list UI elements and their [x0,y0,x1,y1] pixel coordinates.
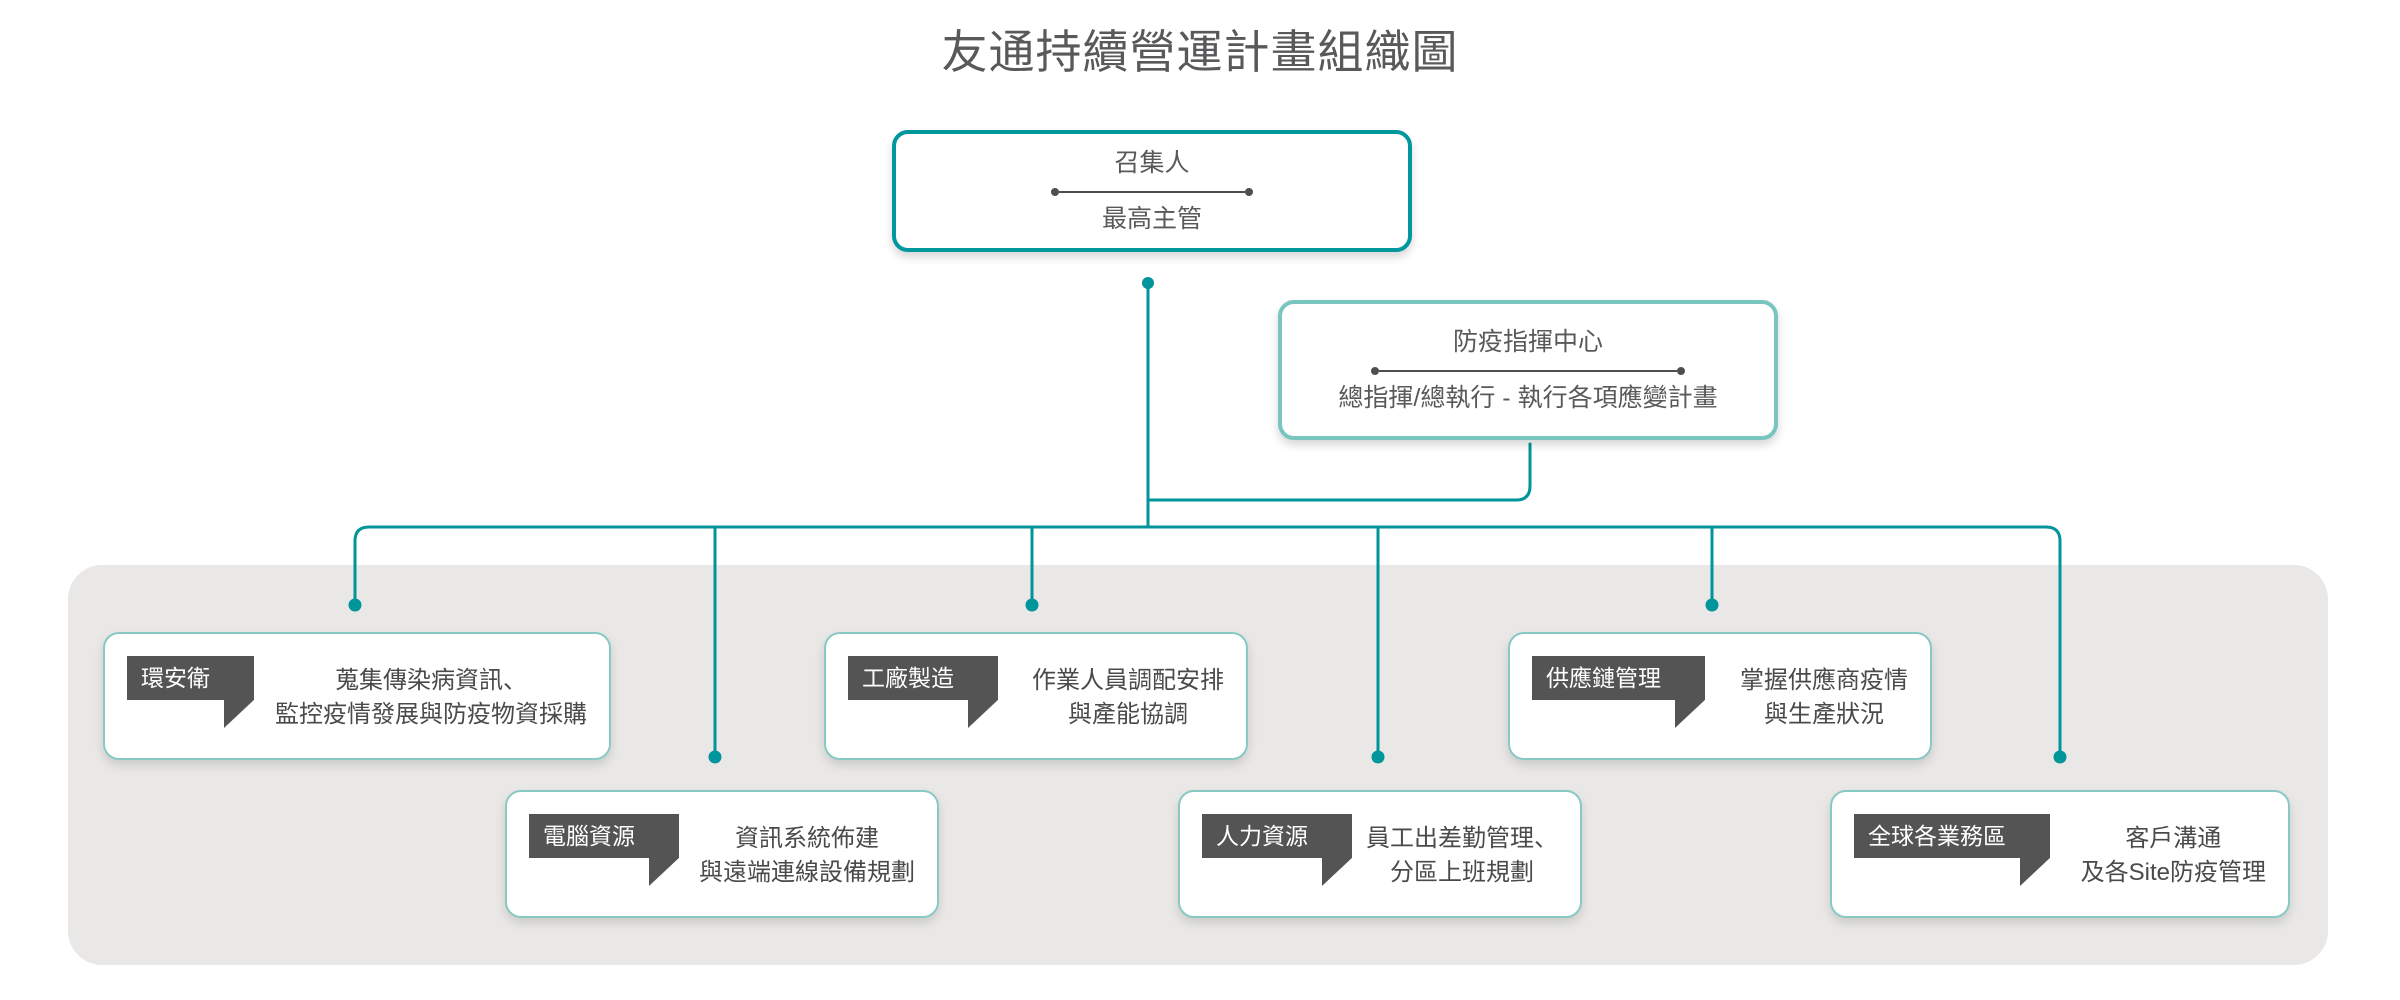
dept-tag-label: 電腦資源 [529,814,649,858]
page-title: 友通持續營運計畫組織圖 [941,26,1459,78]
dept-card-human-resources[interactable]: 人力資源 員工出差勤管理、 分區上班規劃 [1178,790,1582,918]
node-command-center-subtitle: 總指揮/總執行 - 執行各項應變計畫 [1338,384,1718,412]
dept-tag-label: 供應鏈管理 [1532,656,1675,700]
dept-description: 員工出差勤管理、 分區上班規劃 [1366,825,1558,886]
node-convener-divider [1051,187,1253,196]
dept-card-computer-resources[interactable]: 電腦資源 資訊系統佈建 與遠端連線設備規劃 [505,790,939,918]
node-convener-title: 召集人 [1114,149,1190,177]
node-command-center-divider [1371,366,1685,375]
divider-dot-right [1677,366,1685,375]
dept-tag-label: 全球各業務區 [1854,814,2020,858]
dept-card-supply-chain-management[interactable]: 供應鏈管理 掌握供應商疫情 與生產狀況 [1508,632,1932,760]
branch-level2 [1146,442,1532,502]
node-epidemic-command-center[interactable]: 防疫指揮中心 總指揮/總執行 - 執行各項應變計畫 [1278,300,1778,440]
node-convener[interactable]: 召集人 最高主管 [892,130,1412,252]
divider-bar [1379,369,1677,372]
divider-dot-left [1051,187,1059,196]
distribution-bus [353,525,2062,547]
node-command-center-title: 防疫指揮中心 [1452,328,1603,356]
divider-dot-left [1371,366,1379,375]
dept-description: 作業人員調配安排 與產能協調 [1032,667,1224,728]
divider-bar [1059,190,1245,193]
dept-card-environment-safety-health[interactable]: 環安衛 蒐集傳染病資訊、 監控疫情發展與防疫物資採購 [103,632,611,760]
dept-card-global-business-regions[interactable]: 全球各業務區 客戶溝通 及各Site防疫管理 [1830,790,2290,918]
dept-card-factory-manufacturing[interactable]: 工廠製造 作業人員調配安排 與產能協調 [824,632,1248,760]
dept-description: 蒐集傳染病資訊、 監控疫情發展與防疫物資採購 [275,667,587,728]
divider-dot-right [1245,187,1253,196]
node-convener-subtitle: 最高主管 [1101,205,1202,233]
trunk-origin-dot [1142,277,1154,289]
dept-tag-label: 工廠製造 [848,656,968,700]
dept-tag-label: 環安衛 [127,656,224,700]
dept-description: 資訊系統佈建 與遠端連線設備規劃 [699,825,915,886]
dept-description: 掌握供應商疫情 與生產狀況 [1740,667,1908,728]
dept-description: 客戶溝通 及各Site防疫管理 [2080,825,2266,886]
dept-tag-label: 人力資源 [1202,814,1322,858]
